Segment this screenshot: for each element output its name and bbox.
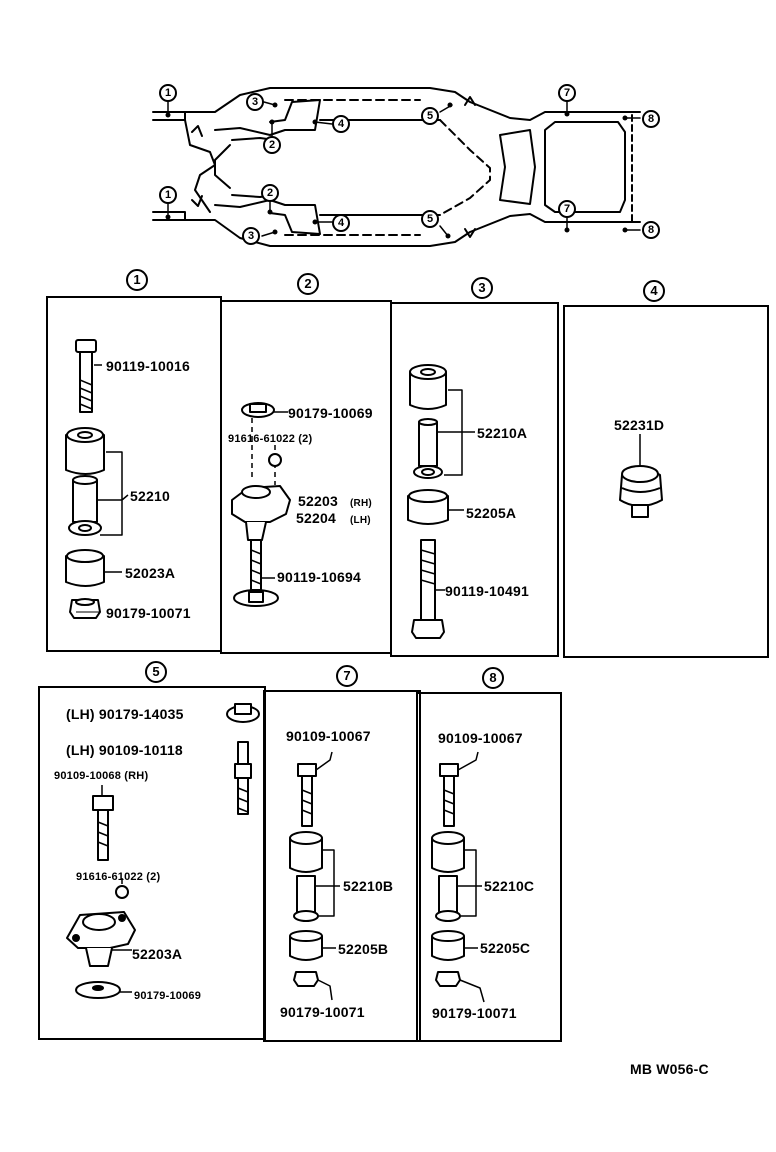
part-label: (LH) 90109-10118: [66, 742, 183, 758]
frame-marker-7-bottom: 7: [558, 200, 576, 218]
panel-1: [46, 296, 222, 652]
part-label: 90119-10016: [106, 358, 190, 374]
part-label: 52210A: [477, 425, 528, 441]
panel3-parts: [407, 364, 475, 639]
panel-7: [263, 690, 421, 1042]
frame-marker-8-bottom: 8: [642, 221, 660, 239]
panel1-parts: [65, 339, 129, 619]
part-label: 91616-61022 (2): [76, 871, 161, 883]
part-label: 52205C: [480, 940, 531, 956]
part-label: 52203: [298, 493, 338, 509]
part-label: (LH): [350, 515, 371, 526]
part-label: 52204: [296, 510, 336, 526]
panel4-number: 4: [643, 280, 665, 302]
frame-marker-2-top: 2: [263, 136, 281, 154]
frame-marker-5-bottom: 5: [421, 210, 439, 228]
part-label: 52210B: [343, 878, 394, 894]
part-label: 90109-10067: [438, 730, 523, 746]
panel-4: [563, 305, 769, 658]
part-label: 90109-10068 (RH): [54, 770, 149, 782]
frame-marker-3-bottom: 3: [242, 227, 260, 245]
part-label: 52231D: [614, 417, 665, 433]
part-label: 52210C: [484, 878, 535, 894]
panel3-number: 3: [471, 277, 493, 299]
frame-marker-8-top: 8: [642, 110, 660, 128]
part-label: 90109-10067: [286, 728, 371, 744]
panel-3: [390, 302, 559, 657]
panel8-number: 8: [482, 667, 504, 689]
part-label: 90179-10071: [432, 1005, 517, 1021]
part-label: 52205B: [338, 941, 389, 957]
frame-marker-4-top: 4: [332, 115, 350, 133]
part-label: 52210: [130, 488, 170, 504]
panel1-number: 1: [126, 269, 148, 291]
part-label: (RH): [350, 498, 372, 509]
panel-2: [220, 300, 392, 654]
frame-marker-1-top: 1: [159, 84, 177, 102]
frame-marker-1-bottom: 1: [159, 186, 177, 204]
panel8-parts: [431, 751, 485, 1003]
part-label: (LH) 90179-14035: [66, 706, 184, 722]
panel5-number: 5: [145, 661, 167, 683]
frame-marker-5-top: 5: [421, 107, 439, 125]
panel2-number: 2: [297, 273, 319, 295]
part-label: 90179-10071: [106, 605, 191, 621]
panel2-parts: [231, 402, 291, 607]
frame-marker-7-top: 7: [558, 84, 576, 102]
drawing-code: MB W056-C: [630, 1061, 709, 1077]
marker-dots: [165, 102, 628, 239]
part-label: 52203A: [132, 946, 183, 962]
frame-marker-4-bottom: 4: [332, 214, 350, 232]
part-label: 90179-10069: [134, 990, 202, 1002]
panel-8: [416, 692, 562, 1042]
part-label: 90179-10071: [280, 1004, 365, 1020]
panel7-number: 7: [336, 665, 358, 687]
panel5-parts: [66, 703, 260, 999]
part-label: 52205A: [466, 505, 517, 521]
part-label: 52023A: [125, 565, 176, 581]
frame-marker-3-top: 3: [246, 93, 264, 111]
frame-marker-2-bottom: 2: [261, 184, 279, 202]
part-label: 91616-61022 (2): [228, 433, 313, 445]
panel7-parts: [289, 751, 340, 1001]
part-label: 90119-10491: [445, 583, 529, 599]
panel-5: [38, 686, 266, 1040]
panel4-parts: [619, 434, 663, 518]
part-label: 90119-10694: [277, 569, 361, 585]
part-label: 90179-10069: [288, 405, 373, 421]
